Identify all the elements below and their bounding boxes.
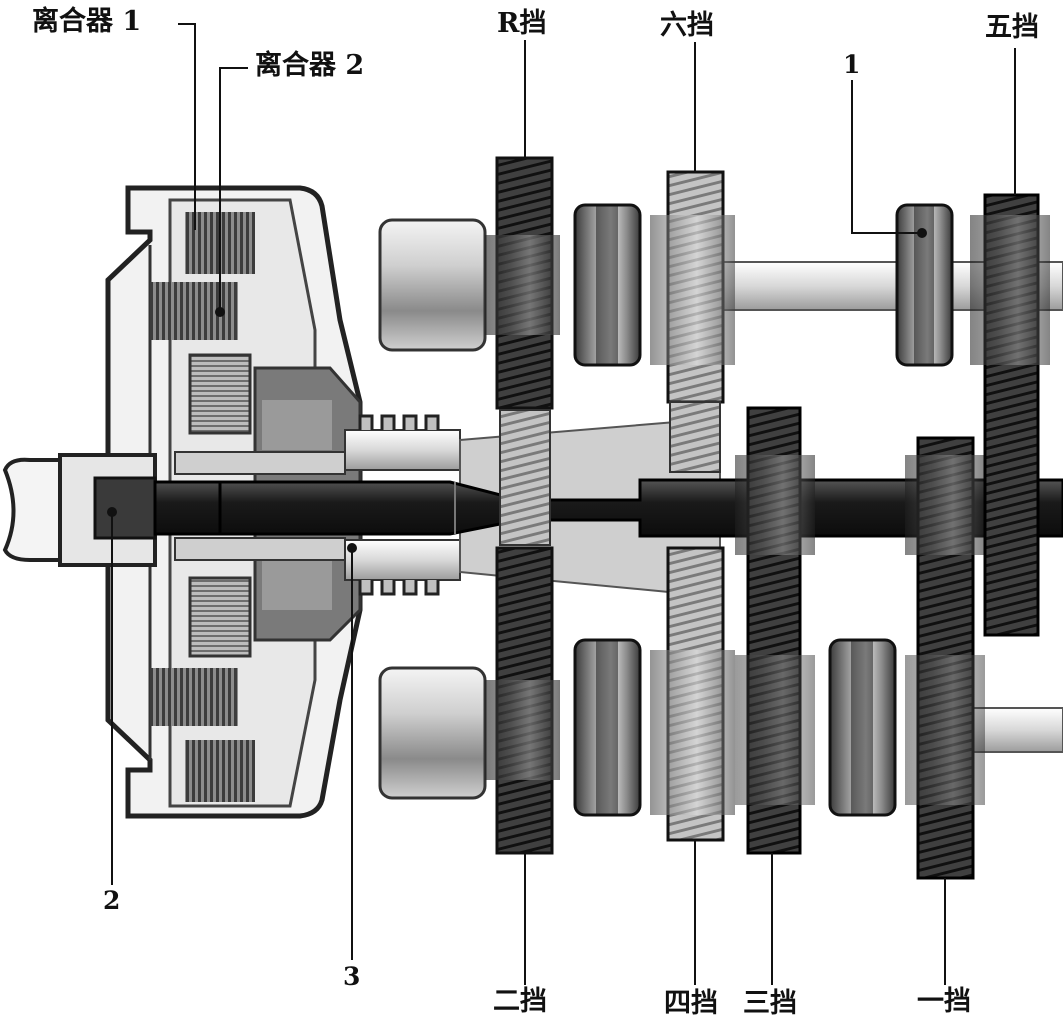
label-gear-reverse: R挡 xyxy=(497,8,547,39)
callout-2: 2 xyxy=(103,886,121,915)
synchronizer-upper-1 xyxy=(573,203,642,367)
clutch2-lower-plates xyxy=(150,668,238,726)
gear-sixth xyxy=(650,170,735,404)
lower-output-shaft xyxy=(378,666,1063,800)
gear-fourth xyxy=(650,546,735,842)
label-clutch-2: 离合器 2 xyxy=(255,50,365,81)
label-gear-third: 三挡 xyxy=(743,988,797,1019)
leader-lines xyxy=(111,23,1016,985)
callout-3: 3 xyxy=(343,962,361,991)
label-gear-fourth: 四挡 xyxy=(664,988,718,1019)
label-clutch-1: 离合器 1 xyxy=(32,6,142,37)
label-gear-first: 一挡 xyxy=(917,986,971,1017)
synchronizer-lower-1 xyxy=(573,638,642,817)
gear-reverse-upper xyxy=(485,156,560,410)
gear-second xyxy=(485,546,560,855)
leader-clutch2 xyxy=(219,67,248,312)
label-gear-sixth: 六挡 xyxy=(660,10,714,41)
leader-clutch1 xyxy=(178,23,196,230)
clutch1-lower-plates xyxy=(185,740,255,802)
label-gear-second: 二挡 xyxy=(493,986,547,1017)
synchronizer-upper-2 xyxy=(895,203,954,367)
gear-first xyxy=(905,436,985,880)
leader-callout-1 xyxy=(851,80,922,234)
callout-1: 1 xyxy=(843,50,861,79)
gear-fifth xyxy=(970,193,1050,637)
synchronizer-lower-2 xyxy=(828,638,897,817)
engine-shaft-stub xyxy=(2,457,72,562)
gear-third xyxy=(735,406,815,855)
label-gear-fifth: 五挡 xyxy=(985,12,1039,43)
clutch-housing xyxy=(105,185,363,819)
gear-reverse-idler xyxy=(499,409,551,546)
